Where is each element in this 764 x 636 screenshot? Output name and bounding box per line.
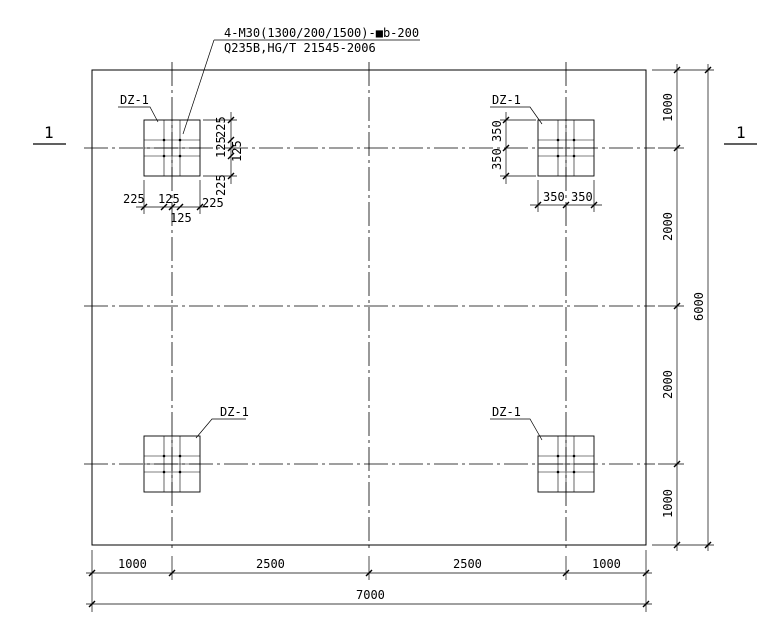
svg-text:225: 225 (202, 196, 224, 210)
anchor-bolt-spec: 4-M30(1300/200/1500)-■b-200 (224, 26, 419, 40)
column-label-bottom-right: DZ-1 (490, 405, 543, 441)
svg-text:225: 225 (123, 192, 145, 206)
svg-text:125: 125 (158, 192, 180, 206)
section-marker-left: 1 (33, 123, 66, 145)
svg-text:DZ-1: DZ-1 (120, 93, 149, 107)
plate-detail-right-dims: 350 350 350 350 (490, 112, 602, 212)
base-plate-top-right (537, 119, 595, 177)
base-plate-bottom-right (537, 435, 595, 493)
svg-text:125: 125 (214, 136, 228, 158)
bottom-dim-4: 1000 (592, 557, 621, 571)
right-dim-3: 2000 (661, 370, 675, 399)
right-dim-total: 6000 (692, 292, 706, 321)
svg-text:1: 1 (736, 123, 746, 142)
steel-standard: Q235B,HG/T 21545-2006 (224, 41, 376, 55)
column-label-top-right: DZ-1 (490, 93, 543, 125)
bottom-dim-3: 2500 (453, 557, 482, 571)
svg-text:350: 350 (543, 190, 565, 204)
anchor-bolt-note: 4-M30(1300/200/1500)-■b-200 Q235B,HG/T 2… (182, 26, 420, 135)
svg-text:DZ-1: DZ-1 (492, 405, 521, 419)
base-plate-top-left (143, 119, 201, 177)
plate-detail-left-dims: 225 125 125 225 225 125 125 225 (123, 112, 244, 225)
column-label-bottom-left: DZ-1 (195, 405, 249, 439)
svg-text:125: 125 (230, 140, 244, 162)
anchor-bolt-leader (182, 39, 215, 135)
bottom-dimension-chain: 1000 2500 2500 1000 7000 (86, 550, 652, 612)
right-dimension-chain: 1000 2000 2000 1000 6000 (652, 64, 714, 551)
column-label-top-left: DZ-1 (118, 93, 159, 123)
section-marker-right: 1 (724, 123, 757, 145)
svg-text:125: 125 (170, 211, 192, 225)
svg-text:350: 350 (490, 148, 504, 170)
right-dim-2: 2000 (661, 212, 675, 241)
axis-lines (84, 62, 655, 552)
svg-text:350: 350 (490, 120, 504, 142)
svg-text:DZ-1: DZ-1 (220, 405, 249, 419)
svg-text:225: 225 (214, 116, 228, 138)
right-dim-4: 1000 (661, 489, 675, 518)
bottom-dim-2: 2500 (256, 557, 285, 571)
svg-text:DZ-1: DZ-1 (492, 93, 521, 107)
svg-text:1: 1 (44, 123, 54, 142)
bottom-dim-1: 1000 (118, 557, 147, 571)
right-dim-1: 1000 (661, 93, 675, 122)
base-plate-bottom-left (143, 435, 201, 493)
svg-text:225: 225 (214, 174, 228, 196)
svg-text:350: 350 (571, 190, 593, 204)
bottom-dim-total: 7000 (356, 588, 385, 602)
